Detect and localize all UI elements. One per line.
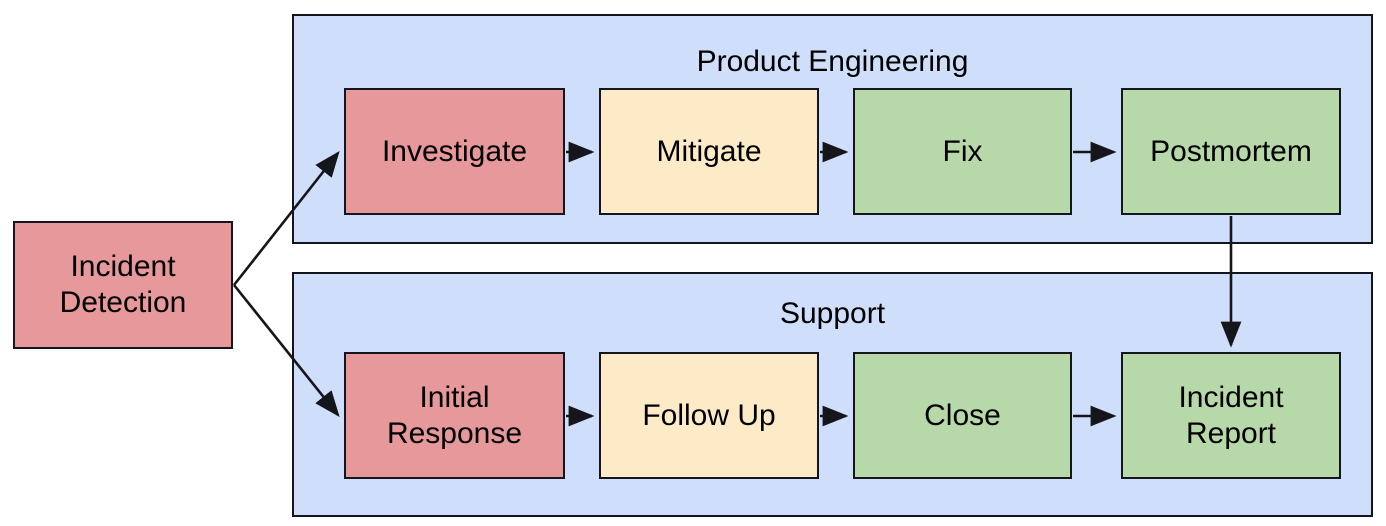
node-initial-response[interactable]: Initial Response	[344, 352, 565, 479]
node-mitigate[interactable]: Mitigate	[599, 88, 819, 215]
swimlane-title-product-engineering: Product Engineering	[696, 45, 969, 78]
node-close[interactable]: Close	[853, 352, 1072, 479]
node-fix[interactable]: Fix	[853, 88, 1072, 215]
node-incident-detection[interactable]: Incident Detection	[13, 221, 233, 349]
node-investigate[interactable]: Investigate	[344, 88, 565, 215]
node-postmortem[interactable]: Postmortem	[1121, 88, 1341, 215]
node-follow-up[interactable]: Follow Up	[599, 352, 819, 479]
node-incident-report[interactable]: Incident Report	[1121, 352, 1341, 479]
swimlane-title-support: Support	[779, 297, 886, 330]
